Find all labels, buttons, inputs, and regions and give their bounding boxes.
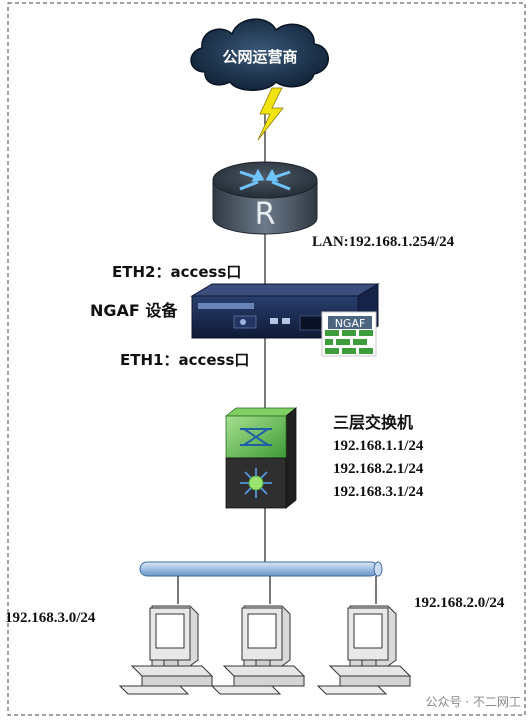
switch-ip-3: 192.168.3.1/24: [333, 484, 424, 500]
ngaf-device-icon: [190, 283, 380, 357]
lightning-icon: [257, 87, 284, 141]
router-icon: [212, 161, 318, 235]
isp-cloud-icon: [190, 18, 329, 91]
switch-name: 三层交换机: [333, 413, 414, 432]
router-lan-address: LAN:192.168.1.254/24: [312, 234, 455, 250]
isp-label: 公网运营商: [222, 48, 297, 66]
lan-bus: [139, 561, 383, 577]
pc-icon-middle: [210, 605, 306, 695]
eth1-port-label: ETH1：access口: [120, 351, 250, 369]
switch-ip-1: 192.168.1.1/24: [333, 438, 424, 454]
right-subnet-label: 192.168.2.0/24: [414, 595, 505, 611]
watermark: 公众号 · 不二网工: [425, 695, 521, 709]
outer-dashed-frame: [7, 2, 526, 716]
eth2-port-label: ETH2：access口: [112, 263, 242, 281]
pc-icon-left: [118, 605, 214, 695]
router-letter: R: [255, 197, 276, 232]
ngaf-device-name: NGAF 设备: [90, 301, 178, 320]
left-subnet-label: 192.168.3.0/24: [5, 610, 96, 626]
l3-switch-icon: [224, 407, 298, 509]
switch-ip-2: 192.168.2.1/24: [333, 461, 424, 477]
ngaf-badge-text: NGAF: [335, 317, 366, 330]
pc-icon-right: [316, 605, 412, 695]
